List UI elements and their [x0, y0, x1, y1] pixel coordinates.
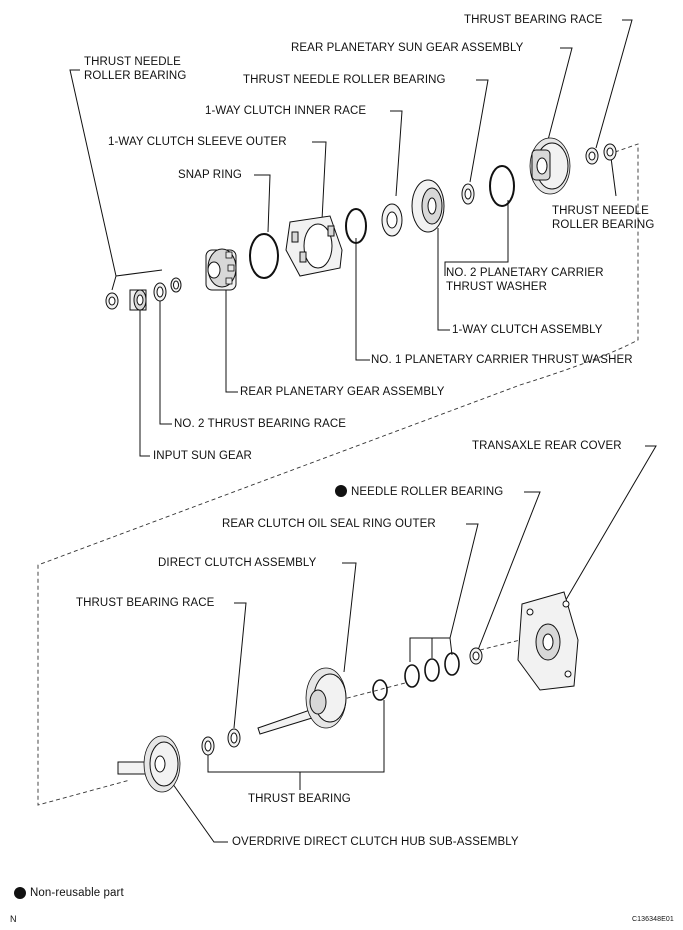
label-thrust-bearing-race-top: THRUST BEARING RACE: [464, 14, 603, 26]
label-snap-ring: SNAP RING: [178, 169, 242, 181]
label-no2-thrust-bearing-race: NO. 2 THRUST BEARING RACE: [174, 418, 347, 430]
no2-carrier-washer: [489, 165, 515, 207]
legend-non-reusable-dot-icon: [14, 887, 26, 899]
small-race: [170, 277, 182, 293]
left-needle-bearing: [105, 292, 119, 310]
assembly-dashed-lines: [37, 143, 639, 806]
label-rear-planetary-sun-gear: REAR PLANETARY SUN GEAR ASSEMBLY: [291, 42, 524, 54]
overdrive-hub: [117, 735, 181, 793]
label-thrust-needle-roller-bearing-right: THRUST NEEDLE ROLLER BEARING: [552, 205, 655, 231]
label-direct-clutch-assembly: DIRECT CLUTCH ASSEMBLY: [158, 557, 317, 569]
mid-needle-bearing: [461, 183, 475, 205]
rear-planetary-sun-gear: [529, 137, 571, 195]
label-overdrive-direct-clutch-hub: OVERDRIVE DIRECT CLUTCH HUB SUB-ASSEMBLY: [232, 836, 519, 848]
label-thrust-needle-roller-bearing-left: THRUST NEEDLE ROLLER BEARING: [84, 56, 187, 82]
label-rear-planetary-gear-assembly: REAR PLANETARY GEAR ASSEMBLY: [240, 386, 445, 398]
bottom-thrust-washers: [201, 728, 241, 756]
non-reusable-dot-icon: [335, 485, 347, 497]
top-race-and-bearing: [585, 143, 617, 165]
rear-planetary-gear: [205, 248, 237, 291]
no2-thrust-race: [153, 282, 167, 302]
label-no1-planetary-carrier-thrust-washer: NO. 1 PLANETARY CARRIER THRUST WASHER: [371, 354, 633, 366]
label-thrust-bearing: THRUST BEARING: [248, 793, 351, 805]
transaxle-rear-cover: [517, 591, 579, 691]
label-one-way-clutch-assembly: 1-WAY CLUTCH ASSEMBLY: [452, 324, 603, 336]
label-needle-roller-bearing: NEEDLE ROLLER BEARING: [335, 485, 503, 499]
label-transaxle-rear-cover: TRANSAXLE REAR COVER: [472, 440, 622, 452]
label-thrust-needle-roller-bearing-mid: THRUST NEEDLE ROLLER BEARING: [243, 74, 446, 86]
one-way-clutch-assembly: [411, 179, 445, 233]
one-way-inner-race: [381, 203, 403, 237]
needle-roller-bearing-part: [469, 647, 483, 665]
legend-non-reusable-text: Non-reusable part: [30, 887, 124, 899]
label-one-way-clutch-sleeve-outer: 1-WAY CLUTCH SLEEVE OUTER: [108, 136, 287, 148]
label-one-way-clutch-inner-race: 1-WAY CLUTCH INNER RACE: [205, 105, 367, 117]
direct-thrust-washer: [372, 679, 388, 701]
no1-carrier-washer: [345, 208, 367, 244]
label-thrust-bearing-race-bottom: THRUST BEARING RACE: [76, 597, 215, 609]
leader-lines: [69, 19, 657, 843]
oil-seal-rings: [404, 652, 460, 688]
label-input-sun-gear: INPUT SUN GEAR: [153, 450, 252, 462]
snap-ring: [249, 233, 279, 279]
north-mark: N: [10, 914, 17, 924]
input-sun-gear: [129, 289, 147, 311]
direct-clutch: [257, 667, 347, 735]
label-needle-roller-bearing-text: NEEDLE ROLLER BEARING: [351, 486, 504, 498]
label-no2-planetary-carrier-thrust-washer: NO. 2 PLANETARY CARRIER THRUST WASHER: [446, 267, 604, 293]
one-way-sleeve-outer: [285, 215, 343, 277]
figure-code: C136348E01: [632, 916, 674, 923]
label-rear-clutch-oil-seal-ring-outer: REAR CLUTCH OIL SEAL RING OUTER: [222, 518, 436, 530]
